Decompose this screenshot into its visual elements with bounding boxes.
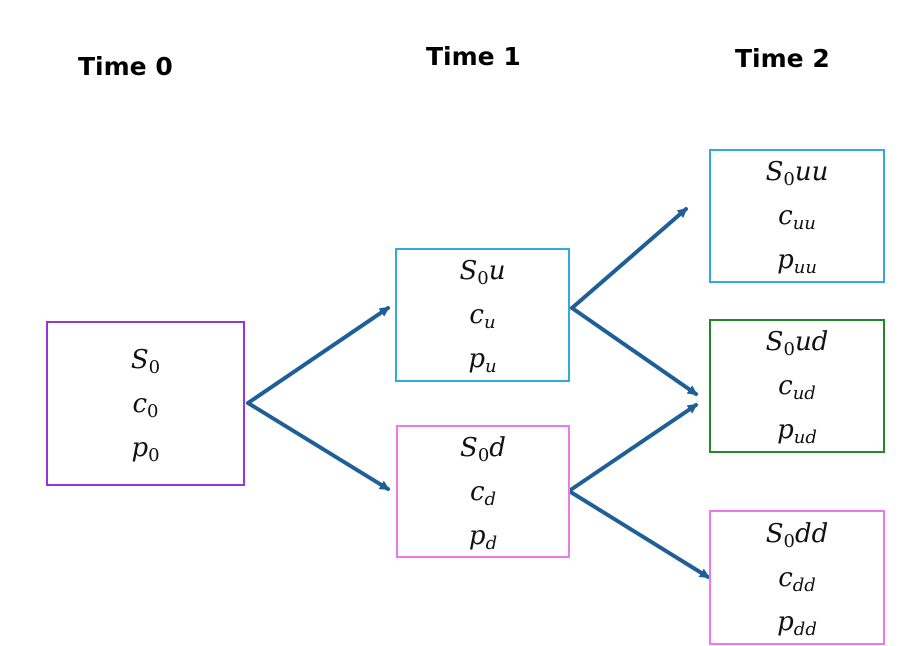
node-dd-put: pdd: [777, 606, 817, 640]
node-d-call: cd: [469, 476, 497, 510]
node-d: S0d cd pd: [396, 425, 570, 558]
node-uu-call: cuu: [778, 201, 816, 234]
node-ud: S0ud cud pud: [709, 319, 885, 453]
time-2-label: Time 2: [735, 44, 830, 73]
time-1-label: Time 1: [426, 42, 521, 71]
node-u-price: S0u: [459, 256, 506, 289]
node-u-put: pu: [468, 344, 497, 377]
node-root-put: p0: [131, 432, 160, 466]
node-ud-call: cud: [778, 371, 816, 404]
node-dd: S0dd cdd pdd: [709, 510, 885, 645]
arrow-root-to-d: [246, 401, 390, 491]
node-u-call: cu: [469, 300, 496, 333]
arrow-root-to-u: [246, 306, 390, 405]
arrow-d-to-ud: [567, 403, 698, 493]
node-uu-price: S0uu: [765, 157, 829, 190]
node-dd-call: cdd: [778, 562, 816, 596]
time-0-label: Time 0: [78, 52, 173, 81]
node-uu-put: puu: [777, 245, 817, 278]
node-root-call: c0: [132, 388, 159, 422]
node-u: S0u cu pu: [395, 248, 570, 382]
arrow-d-to-dd: [567, 489, 710, 579]
node-root: S0 c0 p0: [46, 321, 245, 486]
node-d-price: S0d: [460, 432, 506, 466]
node-dd-price: S0dd: [765, 518, 829, 552]
node-d-put: pd: [468, 520, 498, 554]
arrow-u-to-uu: [570, 207, 688, 310]
node-uu: S0uu cuu puu: [709, 149, 885, 283]
node-ud-price: S0ud: [765, 327, 829, 360]
arrow-u-to-ud: [570, 306, 698, 396]
node-root-price: S0: [130, 344, 161, 378]
node-ud-put: pud: [777, 415, 817, 448]
